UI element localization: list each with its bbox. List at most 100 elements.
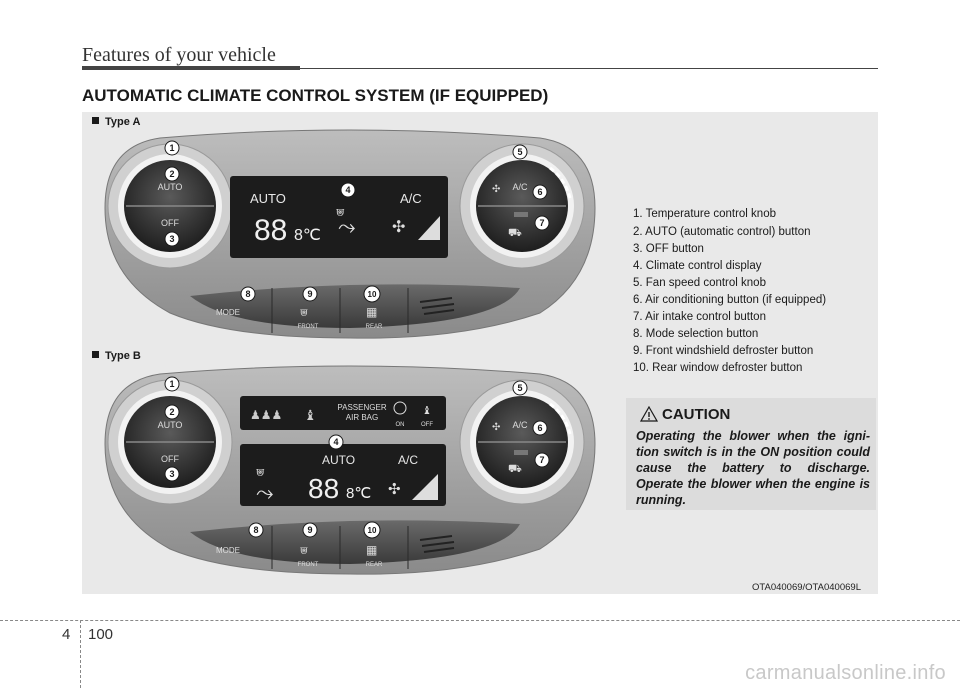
display-temperature-unit: 8℃ (294, 227, 321, 244)
airbag-off-icon: ♝ (422, 405, 432, 417)
svg-text:3: 3 (169, 234, 174, 244)
svg-text:1: 1 (169, 143, 174, 153)
type-b-text: Type B (105, 350, 141, 362)
display-auto: AUTO (250, 191, 286, 206)
svg-text:3: 3 (169, 469, 174, 479)
callout-2 (164, 166, 180, 182)
legend-item: 3. OFF button (633, 243, 704, 255)
climate-display (240, 444, 446, 506)
display-temperature: 88 (308, 473, 339, 504)
ac-button[interactable]: A/C (512, 420, 528, 430)
rear-defrost-icon: ▦ (366, 305, 377, 319)
off-button[interactable]: OFF (161, 218, 179, 228)
page-number: 100 (88, 626, 114, 643)
svg-text:2: 2 (169, 407, 174, 417)
mode-button[interactable]: MODE (216, 308, 240, 317)
windshield-icon: ⩐ (256, 464, 265, 479)
ac-button[interactable]: A/C (512, 182, 528, 192)
legend-item: 1. Temperature control knob (633, 208, 776, 220)
svg-text:8: 8 (253, 525, 258, 535)
callout-3 (164, 231, 180, 247)
front-defrost-button[interactable]: FRONT (298, 562, 319, 568)
display-ac: A/C (398, 453, 418, 467)
type-a-label: Type A (92, 116, 140, 128)
callout-2 (164, 404, 180, 420)
fan-level-bars-icon (418, 216, 440, 240)
rear-defrost-button[interactable]: REAR (366, 324, 383, 330)
callout-8 (240, 286, 256, 302)
legend-item: 9. Front windshield defroster button (633, 345, 814, 357)
airbag-indicator-strip (240, 396, 446, 430)
svg-text:7: 7 (539, 455, 544, 465)
legend-item: 2. AUTO (automatic control) button (633, 226, 811, 238)
airbag-on-icon (393, 401, 407, 415)
watermark: carmanualsonline.info (745, 662, 946, 684)
callout-8 (248, 522, 264, 538)
display-fan-icon: ✣ (392, 219, 405, 236)
fan-speed-knob[interactable] (459, 143, 585, 269)
callout-4 (340, 182, 356, 198)
callout-9 (302, 286, 318, 302)
callout-6 (532, 184, 548, 200)
legend-item: 8. Mode selection button (633, 328, 759, 340)
front-defrost-button[interactable]: FRONT (298, 324, 319, 330)
svg-text:9: 9 (307, 525, 312, 535)
mode-button[interactable]: MODE (216, 546, 240, 555)
temperature-knob[interactable] (107, 143, 233, 269)
type-b-label: Type B (92, 350, 141, 362)
chapter-number: 4 (62, 626, 71, 643)
display-temperature: 88 (254, 214, 287, 247)
footer-rule (0, 620, 960, 621)
callout-1 (164, 376, 180, 392)
air-intake-button[interactable]: ⛟ (508, 227, 522, 239)
off-button[interactable]: OFF (161, 454, 179, 464)
callout-6 (532, 420, 548, 436)
airbag-label-airbag: AIR BAG (346, 413, 378, 422)
airbag-off-label: OFF (421, 422, 433, 428)
display-auto: AUTO (322, 453, 355, 467)
type-a-text: Type A (105, 116, 141, 128)
airbag-seat-icon: ♝ (304, 407, 317, 423)
display-ac: A/C (400, 191, 422, 206)
svg-text:4: 4 (345, 185, 350, 195)
caution-title: CAUTION (662, 406, 731, 423)
callout-5 (512, 380, 528, 396)
caution-box: CAUTION Operating the blower when the ig… (626, 398, 876, 510)
legend-item: 10. Rear window defroster button (633, 362, 803, 374)
rear-defrost-button[interactable]: REAR (366, 562, 383, 568)
air-intake-button[interactable]: ⛟ (508, 463, 522, 475)
legend-list: 1. Temperature control knob 2. AUTO (aut… (633, 206, 826, 377)
callout-10 (363, 521, 381, 539)
airflow-icon: ⤳ (256, 480, 274, 505)
svg-text:2: 2 (169, 169, 174, 179)
temperature-knob[interactable] (107, 379, 233, 505)
climate-panel-type-b: AUTO OFF A/C ✣ ⛟ ♟♟♟ ♝ PASSENGER AIR BAG… (104, 365, 596, 575)
header-rule-thick (82, 66, 300, 70)
front-defrost-icon: ⩐ (300, 305, 308, 319)
svg-text:10: 10 (368, 290, 377, 299)
rear-defrost-indicator-icon (514, 450, 528, 455)
svg-text:10: 10 (368, 526, 377, 535)
auto-button[interactable]: AUTO (158, 182, 183, 192)
airflow-icon: ⤳ (338, 214, 356, 239)
callout-3 (164, 466, 180, 482)
figure-code: OTA040069/OTA040069L (752, 582, 861, 593)
fan-icon: ✣ (492, 184, 500, 195)
header-title: Features of your vehicle (82, 44, 276, 66)
auto-button[interactable]: AUTO (158, 420, 183, 430)
vent-grille (419, 535, 455, 553)
fan-level-bars-icon (412, 474, 438, 500)
callout-5 (512, 144, 528, 160)
callout-1 (164, 140, 180, 156)
legend-item: 6. Air conditioning button (if equipped) (633, 294, 827, 306)
fan-speed-knob[interactable] (459, 379, 585, 505)
front-defrost-icon: ⩐ (300, 543, 308, 557)
callout-4 (328, 434, 344, 450)
legend-item: 5. Fan speed control knob (633, 277, 766, 289)
svg-text:6: 6 (537, 423, 542, 433)
legend-item: 7. Air intake control button (633, 311, 766, 323)
climate-panel-type-a: AUTO OFF A/C ✣ ⛟ AUTO A/C 88 8℃ ⤳ ⩐ ✣ MO… (104, 129, 596, 339)
callout-9 (302, 522, 318, 538)
rear-defrost-indicator-icon (514, 212, 528, 217)
svg-text:4: 4 (333, 437, 338, 447)
